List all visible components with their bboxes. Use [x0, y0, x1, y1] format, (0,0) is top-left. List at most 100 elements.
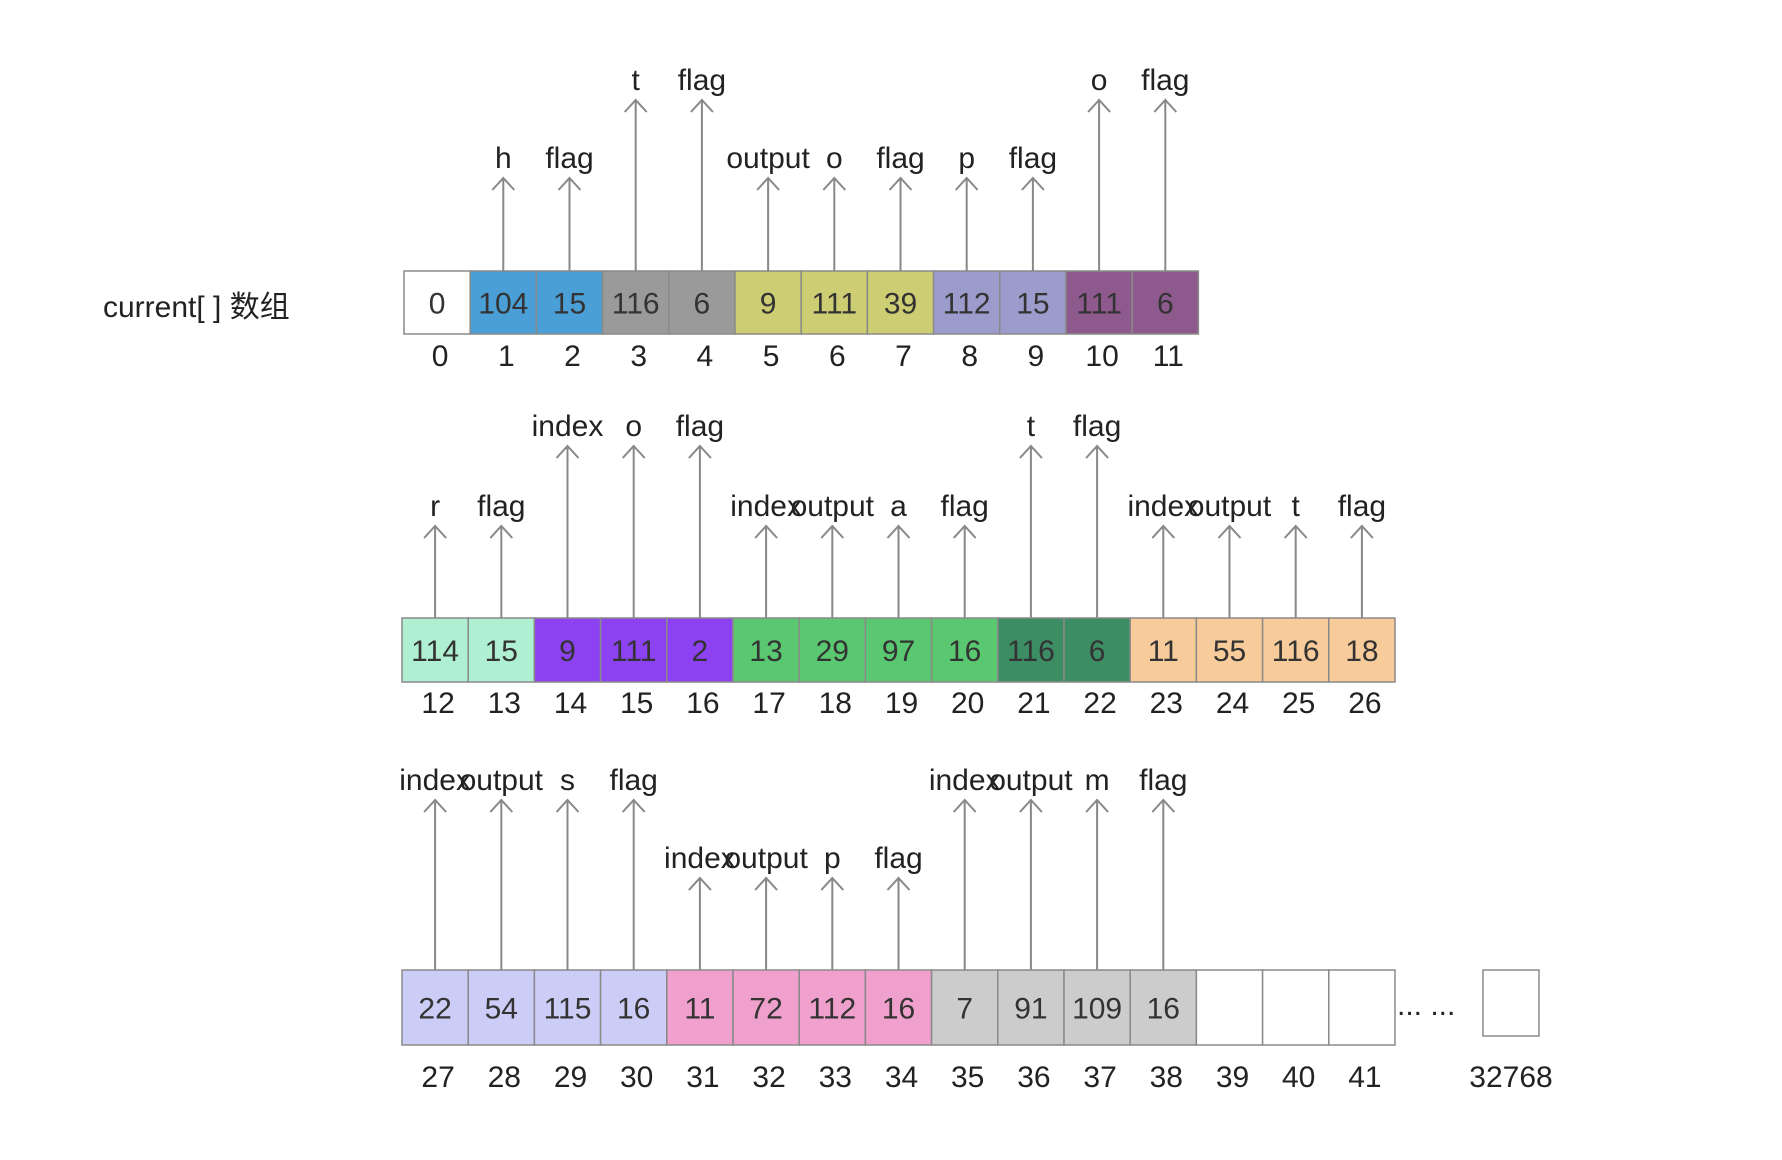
arrow-head	[1283, 524, 1308, 539]
pointer-arrow: output	[989, 764, 1073, 970]
cell-value: 16	[948, 635, 981, 668]
arrow-label: t	[1292, 490, 1301, 523]
pointer-arrow: flag	[941, 490, 989, 618]
arrow-label: output	[460, 764, 544, 797]
arrow-label: flag	[1141, 64, 1189, 97]
cell-index: 25	[1282, 687, 1315, 720]
array-row-3: 2227542811529163011317232112331634735913…	[399, 764, 1552, 1094]
cell-box	[997, 969, 1065, 1046]
cell-box	[798, 617, 867, 683]
cell-value: 15	[485, 635, 518, 668]
arrow-label: s	[560, 764, 575, 797]
cell-box	[732, 617, 800, 683]
pointer-arrow: flag	[1073, 410, 1121, 618]
pointer-arrow: index	[1127, 490, 1199, 618]
cell-box	[668, 270, 736, 335]
cell-index: 15	[620, 687, 653, 720]
cell-index: 33	[819, 1061, 852, 1094]
arrow-label: flag	[874, 842, 922, 875]
arrow-label: flag	[1009, 142, 1057, 175]
arrow-head	[621, 798, 646, 813]
pointer-arrow: m	[1085, 764, 1110, 970]
cell-box	[1261, 969, 1330, 1046]
cell-index: 6	[829, 340, 846, 373]
cell-value: 11	[684, 993, 715, 1026]
arrow-label: h	[495, 142, 512, 175]
arrow-head	[952, 524, 977, 539]
arrow-head	[1151, 798, 1176, 813]
arrow-head	[886, 876, 911, 891]
pointer-arrow: p	[954, 142, 979, 271]
arrow-head	[489, 524, 514, 539]
cell-index: 40	[1282, 1061, 1315, 1094]
arrow-label: a	[890, 490, 907, 523]
array-cell: 41	[1328, 969, 1396, 1094]
array-row-2: 1141215139141111521613172918971916201162…	[401, 410, 1396, 720]
array-cell: 216	[666, 617, 734, 720]
arrow-head	[952, 798, 977, 813]
arrow-head	[690, 98, 714, 113]
cell-value: 22	[418, 993, 451, 1026]
cell-index: 16	[686, 687, 719, 720]
cell-index: 5	[763, 340, 780, 373]
cell-value: 109	[1072, 993, 1122, 1026]
array-cell: 159	[999, 270, 1067, 373]
cell-value: 55	[1213, 635, 1246, 668]
array-title: current[ ] 数组	[103, 291, 290, 324]
cell-index: 37	[1083, 1061, 1116, 1094]
pointer-arrow: flag	[676, 410, 724, 618]
cell-index: 26	[1348, 687, 1381, 720]
cell-index: 11	[1153, 340, 1184, 373]
cell-value: 9	[760, 288, 777, 321]
pointer-arrow: flag	[610, 764, 658, 970]
ellipsis: ... ...	[1397, 989, 1455, 1022]
arrow-head	[820, 524, 845, 539]
pointer-arrow: o	[1087, 64, 1111, 271]
arrow-label: index	[664, 842, 736, 875]
cell-box	[732, 969, 800, 1046]
arrow-head	[756, 176, 780, 191]
cell-index: 13	[488, 687, 521, 720]
arrow-label: m	[1085, 764, 1110, 797]
array-row-1: 001041152116364951116397112815911110611h…	[403, 64, 1200, 373]
cell-index: 39	[1216, 1061, 1249, 1094]
cell-value: 15	[553, 288, 586, 321]
cell-box	[469, 270, 538, 335]
cell-box	[1131, 270, 1200, 335]
cell-box	[599, 969, 668, 1046]
cell-value: 91	[1014, 993, 1047, 1026]
arrow-head	[557, 176, 582, 191]
pointer-arrow: t	[1283, 490, 1308, 618]
cell-value: 11	[1148, 635, 1179, 668]
pointer-arrow: output	[726, 142, 810, 271]
pointer-arrow: o	[621, 410, 646, 618]
cell-value: 72	[749, 993, 782, 1026]
cell-index: 28	[488, 1061, 521, 1094]
cell-value: 116	[612, 288, 660, 321]
cell-box	[800, 270, 869, 335]
cell-index: 7	[895, 340, 912, 373]
cell-index: 4	[697, 340, 714, 373]
cell-index: 38	[1150, 1061, 1183, 1094]
pointer-arrow: flag	[545, 142, 594, 271]
cell-value: 6	[1157, 288, 1174, 321]
array-cell: 00	[403, 270, 471, 373]
cell-index: 8	[961, 340, 978, 373]
pointer-arrow: index	[399, 764, 471, 970]
cell-box	[467, 969, 536, 1046]
arrow-head	[886, 524, 911, 539]
arrow-head	[1151, 524, 1176, 539]
arrow-label: flag	[610, 764, 658, 797]
cell-value: 6	[1089, 635, 1106, 668]
pointer-arrow: index	[730, 490, 802, 618]
